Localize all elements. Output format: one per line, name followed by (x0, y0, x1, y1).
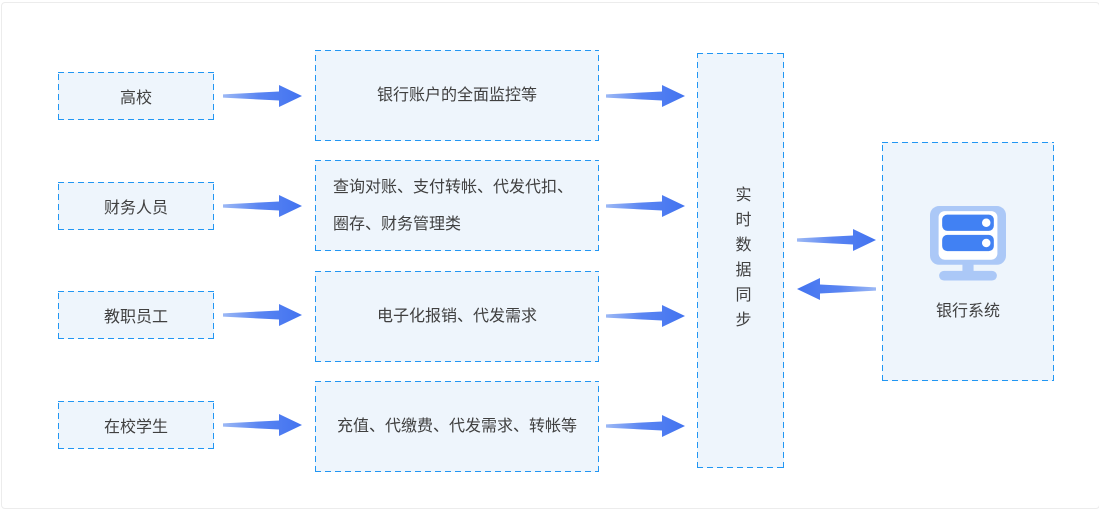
flow-arrow-right (606, 415, 685, 437)
sync-channel-label: 实时数据同步 (732, 185, 750, 336)
sync-channel-box: 实时数据同步 (697, 53, 784, 468)
service-box-finance-ops: 查询对账、支付转帐、代发代扣、圈存、财务管理类 (315, 160, 599, 251)
flow-arrow-right (223, 195, 302, 217)
actor-label: 财务人员 (103, 200, 168, 217)
flow-arrow-left (797, 278, 876, 300)
service-box-student-payments: 充值、代缴费、代发需求、转帐等 (315, 381, 599, 472)
flow-arrow-right (606, 305, 685, 327)
service-label: 查询对账、支付转帐、代发代扣、圈存、财务管理类 (333, 178, 574, 233)
bank-system-box: 银行系统 (882, 142, 1054, 381)
actor-label: 教职员工 (103, 309, 168, 326)
actor-box-students: 在校学生 (58, 401, 214, 449)
actor-label: 在校学生 (103, 419, 168, 436)
actor-box-finance-staff: 财务人员 (58, 182, 214, 230)
actor-box-faculty: 教职员工 (58, 291, 214, 339)
service-label: 银行账户的全面监控等 (376, 87, 537, 104)
actor-label: 高校 (119, 90, 152, 107)
actor-box-university: 高校 (58, 72, 214, 120)
flow-arrow-right (606, 195, 685, 217)
bank-system-label: 银行系统 (935, 303, 1000, 320)
service-label: 充值、代缴费、代发需求、转帐等 (336, 418, 577, 435)
service-label: 电子化报销、代发需求 (376, 308, 537, 325)
service-box-account-monitoring: 银行账户的全面监控等 (315, 50, 599, 141)
flow-arrow-right (223, 414, 302, 436)
flow-arrow-right (797, 229, 876, 251)
service-box-reimbursement: 电子化报销、代发需求 (315, 271, 599, 362)
flow-arrow-right (223, 85, 302, 107)
flow-arrow-right (223, 304, 302, 326)
server-icon (930, 206, 1006, 281)
flow-arrow-right (606, 85, 685, 107)
